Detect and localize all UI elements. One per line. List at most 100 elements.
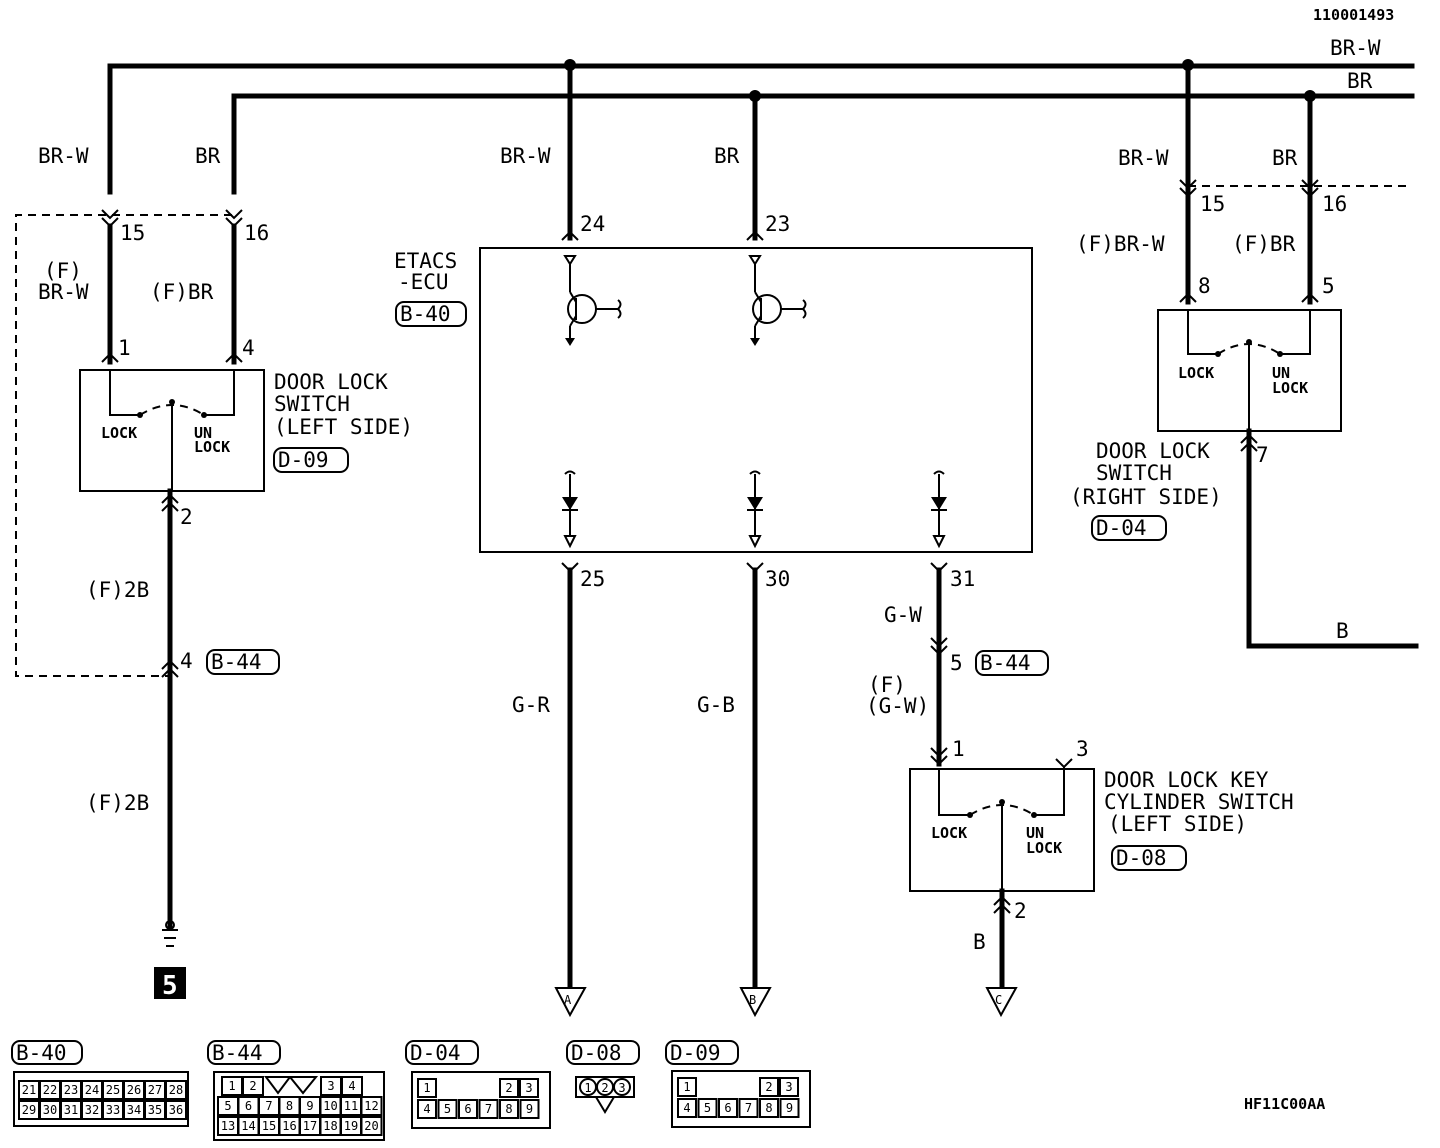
component-name: (RIGHT SIDE) [1070,485,1222,509]
wire-label: (F)2B [86,578,149,602]
wire-label: (G-W) [866,694,929,718]
connector-pin-label: 15 [262,1119,276,1133]
bus-br-w-label: BR-W [1330,36,1381,60]
component-name: ETACS [394,249,457,273]
connector-pin [519,1099,540,1119]
connector-pin [417,1099,437,1119]
terminal-label: C [995,993,1002,1007]
connector-pin-label: 9 [526,1102,533,1116]
transistor-icon [748,255,807,346]
pin-label: 3 [1076,737,1089,761]
key-cylinder-circuit: 3 LOCK UN LOCK DOOR LOCK KEY CYLINDER SW… [909,737,1294,1018]
diode-icon [931,470,947,549]
connector-d04-face [411,1071,551,1129]
wire-label: BR [1272,146,1298,170]
connector-pin-label: 8 [505,1102,512,1116]
pin-label: 2 [1014,899,1027,923]
component-name: SWITCH [1096,461,1172,485]
connector-pin-label: 35 [148,1103,162,1117]
connector-pin-label: 33 [106,1103,120,1117]
connector-pin-label: 1 [683,1080,690,1094]
connector-pin-label: 8 [765,1101,772,1115]
drawing-code: HF11C00AA [1244,1095,1325,1113]
unlock-label: UN [194,424,212,442]
connector-pin-label: 4 [683,1101,690,1115]
pin-label: 4 [180,649,193,673]
connector-pin [677,1098,697,1118]
connector-pin-label: 7 [745,1101,752,1115]
wire-label: BR-W [500,144,551,168]
connector-pin-label: 29 [22,1103,36,1117]
connector-pin-label: 20 [364,1119,378,1133]
connector-pin-label: 5 [444,1102,451,1116]
connector-pin-label: 10 [323,1099,337,1113]
connector-pin-label: 1 [584,1081,591,1095]
pin-label: 24 [580,212,605,236]
component-name: DOOR LOCK [274,370,388,394]
connector-ref-box [665,1040,739,1065]
connector-pin-label: 1 [228,1079,235,1093]
terminal-c-icon [985,987,1018,1018]
component-name: DOOR LOCK [1096,439,1210,463]
connector-b44-face [213,1071,385,1141]
terminal-a-icon [554,987,587,1018]
connector-ref-box [1111,845,1187,871]
connector-pin-label: 23 [64,1083,78,1097]
terminal-label: B [749,993,756,1007]
connector-pin-label: 22 [43,1083,57,1097]
ground-point-number: 5 [162,971,178,1001]
left-switch-circuit: BR-W BR 15 16 (F) BR-W (F)BR 1 4 LOCK UN… [15,144,413,1001]
connector-pin-label: 3 [525,1081,532,1095]
wire-label: (F)BR [150,280,214,304]
connector-pin-label: 4 [348,1079,355,1093]
connector-pin-label: 3 [785,1080,792,1094]
connector-pin-label: 7 [485,1102,492,1116]
connector-pin [341,1076,363,1096]
connector-d08-face [575,1076,635,1098]
wire-label: (F)2B [86,791,149,815]
connector-pin [779,1077,799,1097]
wire-label: B [1336,619,1349,643]
right-switch-circuit: BR-W BR 15 16 (F)BR-W (F)BR 8 5 LOCK UN … [1070,63,1419,649]
pin-label: 1 [952,737,965,761]
connector-pin [677,1077,697,1097]
pin-label: 16 [1322,192,1347,216]
component-name: (LEFT SIDE) [1108,812,1247,836]
pin-label: 30 [765,567,790,591]
unlock-label: LOCK [1026,839,1062,857]
connector-ref: D-08 [1116,846,1167,870]
lock-label: LOCK [101,424,137,442]
connector-pin-label: 26 [127,1083,141,1097]
pin-label: 15 [1200,192,1225,216]
connector-pin-label: 18 [323,1119,337,1133]
component-name: (LEFT SIDE) [274,415,413,439]
connector-ref-box [395,301,467,327]
pin-label: 2 [180,505,193,529]
pin-label: 31 [950,567,975,591]
connector-pin [499,1099,519,1119]
pin-label: 25 [580,567,605,591]
connector-pin-label: 3 [618,1081,625,1095]
component-name: CYLINDER SWITCH [1104,790,1294,814]
unlock-label: UN [1272,364,1290,382]
ground-icon [162,920,178,947]
connector-pin [360,1116,383,1136]
connector-ref: B-44 [211,650,262,674]
pin-label: 1 [118,336,131,360]
connector-pin-label: 2 [249,1079,256,1093]
wire-label: (F)BR [1232,232,1296,256]
connector-pin-label: 25 [106,1083,120,1097]
wire-label: G-B [697,693,735,717]
connector-ref-box [1091,515,1167,541]
connector-b40-face [13,1071,189,1127]
connector-pin [738,1098,759,1118]
connector-ref: D-08 [571,1041,622,1065]
wire-label: G-W [884,603,922,627]
lock-label: LOCK [931,824,967,842]
connector-ref: D-04 [1096,516,1147,540]
wire-label: BR [714,144,740,168]
connector-pin-label: 2 [765,1080,772,1094]
connector-pin [478,1099,499,1119]
connector-pin-label: 30 [43,1103,57,1117]
